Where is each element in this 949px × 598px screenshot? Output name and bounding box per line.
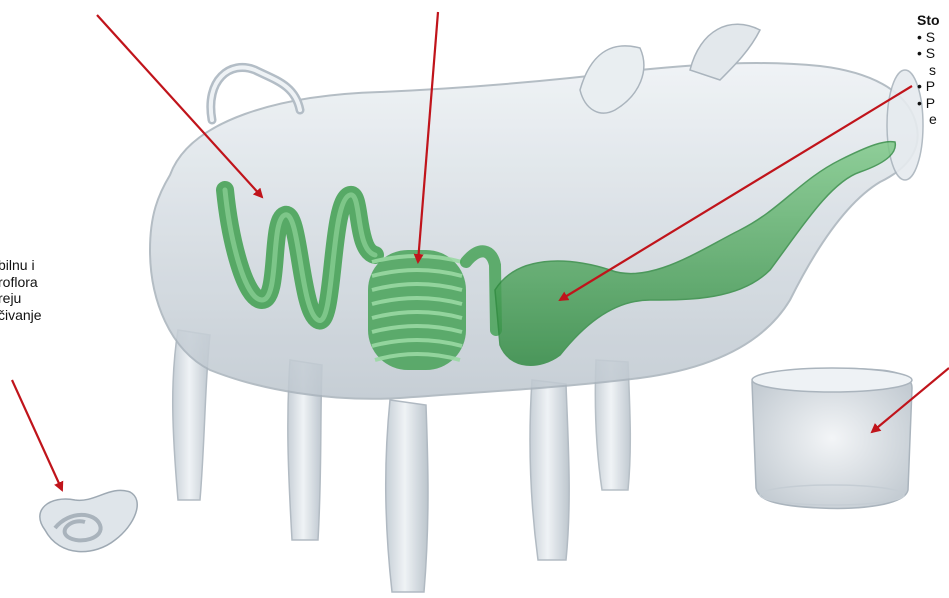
stomach-label-block: Sto • S • S s • P • P e [917, 12, 940, 128]
glass-knot [40, 490, 137, 551]
arrow-knot [12, 380, 62, 490]
stomach-label-title: Sto [917, 12, 940, 29]
stomach-label-line: • P [917, 95, 940, 112]
left-note-line: roflora [0, 274, 42, 291]
stomach-label-line: • S [917, 45, 940, 62]
left-note-line: bilnu i [0, 257, 42, 274]
stomach-label-line: • S [917, 29, 940, 46]
left-note-line: čivanje [0, 307, 42, 324]
glass-bowl [752, 368, 912, 508]
pig-front-leg-left [386, 400, 428, 592]
stomach-label-line: e [917, 111, 940, 128]
left-note-line: reju [0, 290, 42, 307]
coiled-intestine [368, 250, 466, 370]
stomach-label-line: • P [917, 78, 940, 95]
pig-front-leg-right [530, 380, 569, 560]
stomach-label-line: s [917, 62, 940, 79]
left-note-label: bilnu i roflora reju čivanje [0, 257, 42, 323]
